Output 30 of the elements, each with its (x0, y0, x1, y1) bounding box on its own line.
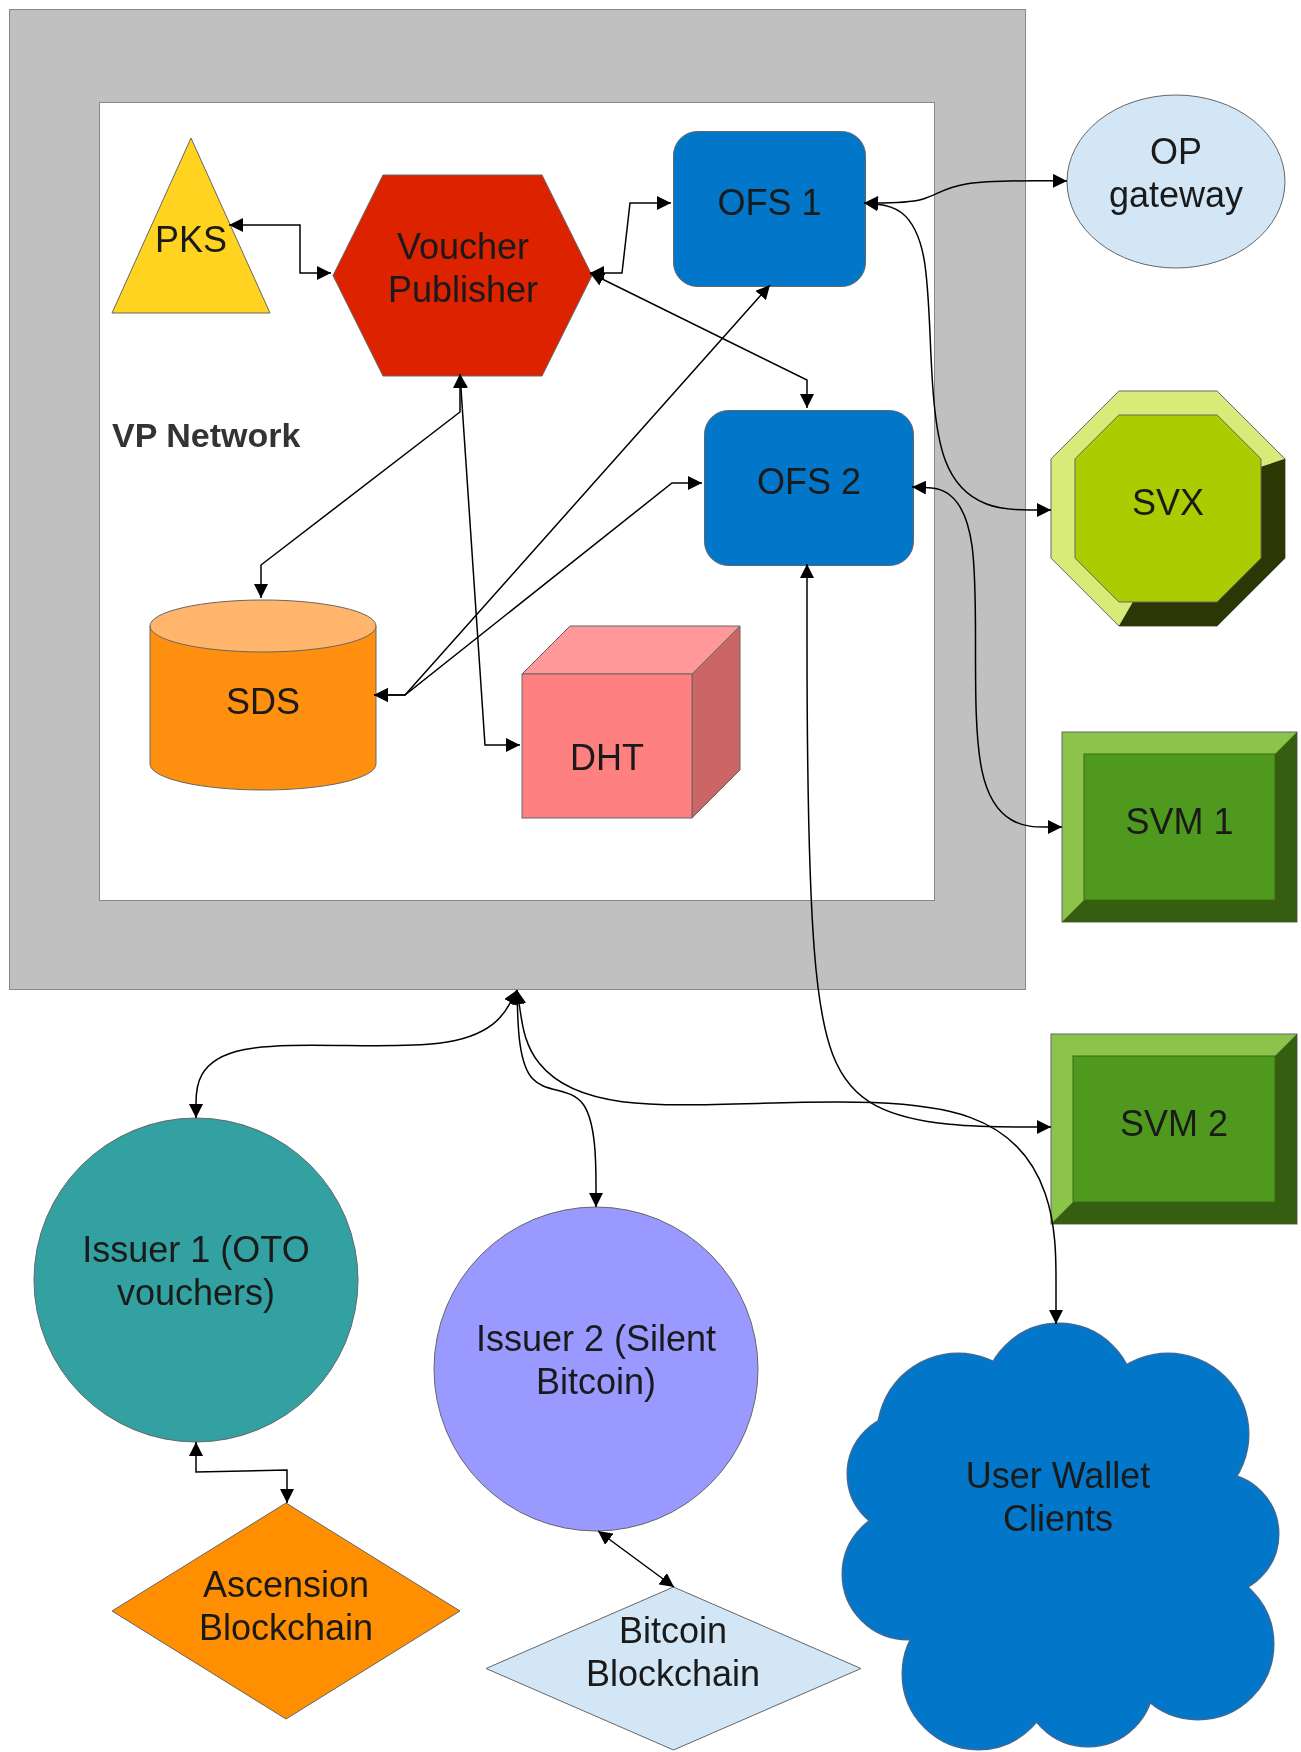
node-label: SVM 1 (1124, 800, 1235, 844)
connector-arrow (189, 989, 518, 1119)
connector-arrow (589, 272, 814, 409)
node-label: Voucher Publisher (386, 225, 540, 312)
connector-arrow (228, 218, 332, 280)
node-label: OFS 2 (756, 460, 862, 504)
connector-arrow (373, 476, 703, 702)
node-label: Issuer 1 (OTO vouchers) (81, 1228, 311, 1315)
node-label: Ascension Blockchain (197, 1563, 375, 1650)
connector-arrow (863, 197, 1052, 517)
node-label: PKS (153, 218, 228, 262)
node-label: Bitcoin Blockchain (584, 1609, 762, 1696)
node-label: OP gateway (1107, 130, 1245, 217)
connector-arrow (800, 563, 1052, 1134)
node-label: OFS 1 (716, 181, 823, 225)
connector-arrow (589, 196, 672, 280)
connector-arrow (189, 1441, 294, 1504)
node-label: Issuer 2 (Silent Bitcoin) (474, 1317, 718, 1404)
network-panel (99, 102, 935, 901)
connector-arrow (911, 480, 1063, 834)
connector-arrow (597, 1530, 675, 1588)
node-label: User Wallet Clients (964, 1454, 1152, 1541)
connector-arrow (453, 373, 521, 752)
node-label: SVX (1130, 481, 1205, 525)
node-label: SDS (225, 680, 301, 724)
connector-arrow (512, 989, 1063, 1325)
node-label: DHT (569, 736, 645, 780)
network-label: VP Network (112, 415, 302, 456)
network-frame (9, 9, 1026, 990)
node-label: SVM 2 (1118, 1102, 1229, 1146)
